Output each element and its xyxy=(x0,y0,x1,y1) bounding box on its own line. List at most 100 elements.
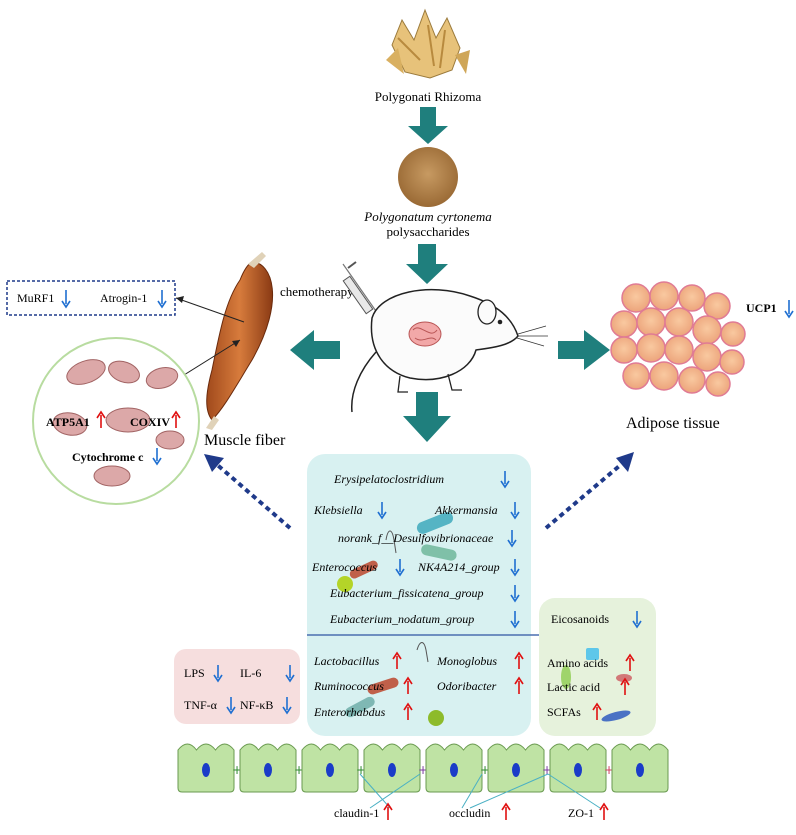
junction-marker: + xyxy=(480,763,490,777)
mitochondria-images xyxy=(52,359,185,487)
rhizoma-slices-image xyxy=(386,8,470,79)
polysaccharide-powder-image xyxy=(398,147,458,207)
bacteria-norank-f-desulfovibrionaceae: norank_f__Desulfovibrionaceae xyxy=(338,531,494,545)
bacteria-odoribacter: Odoribacter xyxy=(437,679,497,693)
bacteria-enterococcus: Enterococcus xyxy=(311,560,377,574)
occludin-trend-arrow-icon xyxy=(501,802,511,820)
marker-coxiv: COXIV xyxy=(130,415,170,429)
bacteria-nk4a214-group: NK4A214_group xyxy=(417,560,500,574)
bacteria-erysipelatoclostridium: Erysipelatoclostridium xyxy=(333,472,444,486)
eubacterium-fissicatena-group-trend-arrow-icon xyxy=(510,585,520,603)
inflammation-nf-b: NF-κB xyxy=(240,698,273,712)
eicosanoids-trend-arrow-icon xyxy=(632,611,642,629)
adipose-image xyxy=(610,281,746,397)
lactobacillus-trend-arrow-icon xyxy=(392,651,402,669)
inflammation-il-6: IL-6 xyxy=(240,666,261,680)
flow-arrow-down-3 xyxy=(403,392,451,442)
junction-marker: + xyxy=(604,763,614,777)
monoglobus-trend-arrow-icon xyxy=(514,651,524,669)
inflammation-box xyxy=(174,649,300,724)
amino-acids-trend-arrow-icon xyxy=(625,653,635,671)
atp5a1-trend-arrow-icon xyxy=(96,410,106,428)
dotted-arrow-to-muscle xyxy=(204,454,292,530)
microbiota-box xyxy=(307,454,531,736)
cell-nucleus xyxy=(636,763,644,777)
junction-marker: + xyxy=(418,763,428,777)
flow-arrow-left xyxy=(290,330,340,370)
metabolite-icons xyxy=(561,648,632,722)
lps-trend-arrow-icon xyxy=(213,665,223,683)
flow-arrow-down-2 xyxy=(406,244,448,284)
marker-murf1: MuRF1 xyxy=(17,291,54,305)
erysipelatoclostridium-trend-arrow-icon xyxy=(500,471,510,489)
epithelial-cell-row: + + + + + + + xyxy=(177,743,669,809)
norank-f-desulfovibrionaceae-trend-arrow-icon xyxy=(507,530,517,548)
bacteria-images xyxy=(337,512,457,726)
klebsiella-trend-arrow-icon xyxy=(377,502,387,520)
junction-connector xyxy=(547,773,601,809)
bacteria-eubacterium-nodatum-group: Eubacterium_nodatum_group xyxy=(329,612,474,626)
cell-nucleus xyxy=(388,763,396,777)
ucp1-trend-arrow-icon xyxy=(784,300,794,319)
junction-marker: + xyxy=(542,763,552,777)
tight-junction-claudin-1: claudin-1 xyxy=(334,806,379,820)
cell-nucleus xyxy=(450,763,458,777)
marker-atp5a1: ATP5A1 xyxy=(46,415,90,429)
bacteria-lactobacillus: Lactobacillus xyxy=(313,654,380,668)
cell-nucleus xyxy=(326,763,334,777)
junction-connector xyxy=(469,773,549,809)
junction-marker: + xyxy=(232,763,242,777)
bacteria-enterorhabdus: Enterorhabdus xyxy=(313,705,386,719)
muscle-image xyxy=(206,252,274,430)
il-6-trend-arrow-icon xyxy=(285,665,295,683)
junction-connector xyxy=(369,773,421,809)
bacteria-ruminococcus: Ruminococcus xyxy=(313,679,384,693)
cell-nucleus xyxy=(512,763,520,777)
metabolite-amino-acids: Amino acids xyxy=(547,656,608,670)
scfas-trend-arrow-icon xyxy=(592,702,602,720)
bacteria-akkermansia: Akkermansia xyxy=(434,503,498,517)
inflammation-tnf: TNF-α xyxy=(184,698,218,712)
muscle-markers-box xyxy=(6,280,176,316)
cell-nucleus xyxy=(264,763,272,777)
mouse-image xyxy=(351,288,548,413)
pointer-arrowhead-2 xyxy=(232,340,240,347)
enterococcus-trend-arrow-icon xyxy=(395,559,405,577)
ruminococcus-trend-arrow-icon xyxy=(403,676,413,694)
inflammation-lps: LPS xyxy=(184,666,205,680)
junction-connector xyxy=(461,773,483,809)
cell-nucleus xyxy=(202,763,210,777)
muscle-title: Muscle fiber xyxy=(204,432,286,449)
marker-cytochrome-c: Cytochrome c xyxy=(72,450,144,464)
murf1-trend-arrow-icon xyxy=(61,290,71,309)
akkermansia-trend-arrow-icon xyxy=(510,502,520,520)
pointer-line-1 xyxy=(175,297,245,323)
flow-arrow-down-1 xyxy=(408,107,448,144)
bacteria-monoglobus: Monoglobus xyxy=(436,654,497,668)
metabolite-lactic-acid: Lactic acid xyxy=(547,680,600,694)
tight-junction-occludin: occludin xyxy=(449,806,490,820)
zo-1-trend-arrow-icon xyxy=(599,802,609,820)
enterorhabdus-trend-arrow-icon xyxy=(403,702,413,720)
tight-junction-zo-1: ZO-1 xyxy=(568,806,594,820)
junction-marker: + xyxy=(356,763,366,777)
eubacterium-nodatum-group-trend-arrow-icon xyxy=(510,611,520,629)
metabolite-eicosanoids: Eicosanoids xyxy=(551,612,609,626)
tnf-trend-arrow-icon xyxy=(226,697,236,715)
nf-b-trend-arrow-icon xyxy=(282,697,292,715)
polysaccharide-label-italic: Polygonatum cyrtonema xyxy=(363,209,492,224)
pointer-arrowhead-1 xyxy=(176,296,184,303)
bacteria-klebsiella: Klebsiella xyxy=(313,503,363,517)
metabolite-scfas: SCFAs xyxy=(547,705,581,719)
cytochrome-trend-arrow-icon xyxy=(152,448,162,466)
claudin-1-trend-arrow-icon xyxy=(383,802,393,820)
metabolites-box xyxy=(539,598,656,736)
coxiv-trend-arrow-icon xyxy=(171,410,181,428)
junction-marker: + xyxy=(294,763,304,777)
polysaccharide-label: polysaccharides xyxy=(386,224,469,239)
cell-nucleus xyxy=(574,763,582,777)
marker-atrogin: Atrogin-1 xyxy=(100,291,147,305)
nk4a214-group-trend-arrow-icon xyxy=(510,559,520,577)
